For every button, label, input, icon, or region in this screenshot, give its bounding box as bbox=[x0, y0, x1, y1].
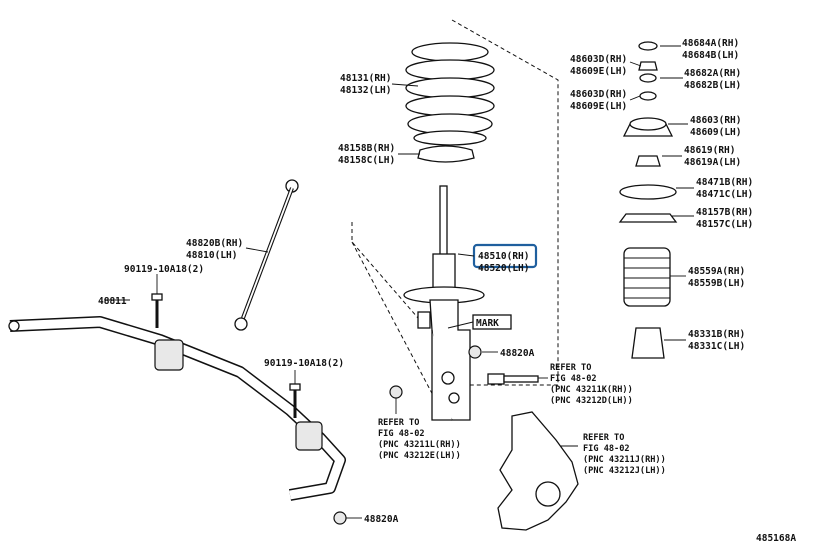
nut-bottom-icon bbox=[333, 511, 347, 525]
label-48331c: 48331C(LH) bbox=[688, 341, 745, 352]
label-48682a: 48682A(RH) bbox=[684, 68, 741, 79]
mark-label: MARK bbox=[476, 318, 499, 329]
label-48520: 48520(LH) bbox=[478, 263, 529, 274]
label-48559b: 48559B(LH) bbox=[688, 278, 745, 289]
right-stack bbox=[618, 41, 678, 359]
ref-block-knuckle: REFER TO FIG 48-02 (PNC 43211J(RH)) (PNC… bbox=[583, 433, 666, 476]
label-48820b: 48820B(RH) bbox=[186, 238, 243, 249]
ref-strut-line-4: (PNC 43212E(LH)) bbox=[378, 451, 461, 461]
label-48157b: 48157B(RH) bbox=[696, 207, 753, 218]
bolt-upper bbox=[151, 293, 163, 328]
stabilizer-link bbox=[234, 179, 299, 331]
leader-lines bbox=[104, 45, 694, 519]
ref-knuckle-line-1: REFER TO bbox=[583, 433, 624, 443]
shock-absorber bbox=[403, 185, 485, 421]
label-48820a-bottom: 48820A bbox=[364, 514, 399, 525]
label-bolt-upper: 90119-10A18(2) bbox=[124, 264, 204, 275]
ref-bolt-line-1: REFER TO bbox=[550, 363, 591, 373]
assembly-outline bbox=[351, 19, 559, 419]
ref-knuckle-line-3: (PNC 43211J(RH)) bbox=[583, 455, 666, 465]
ref-strut-line-1: REFER TO bbox=[378, 418, 419, 428]
label-48619: 48619(RH) bbox=[684, 145, 735, 156]
stabilizer-bar bbox=[8, 316, 346, 501]
label-48820a-mid: 48820A bbox=[500, 348, 535, 359]
spring-insulator bbox=[417, 145, 475, 163]
ref-strut-line-3: (PNC 43211L(RH)) bbox=[378, 440, 461, 450]
label-48131: 48131(RH) bbox=[340, 73, 391, 84]
label-48510: 48510(RH) bbox=[478, 251, 529, 262]
label-48609: 48609(LH) bbox=[690, 127, 741, 138]
coil-spring bbox=[405, 42, 495, 146]
mark-box bbox=[472, 314, 512, 330]
label-48603d-a: 48603D(RH) bbox=[570, 54, 627, 65]
label-48158b: 48158B(RH) bbox=[338, 143, 395, 154]
mark-leader bbox=[447, 321, 474, 329]
label-48609e-a: 48609E(LH) bbox=[570, 66, 627, 77]
label-48471c: 48471C(LH) bbox=[696, 189, 753, 200]
ref-bolt-line-3: (PNC 43211K(RH)) bbox=[550, 385, 633, 395]
labels: 48131(RH) 48132(LH) 48158B(RH) 48158C(LH… bbox=[98, 38, 796, 544]
nut-mid-icon bbox=[468, 345, 482, 359]
steering-knuckle bbox=[497, 411, 579, 531]
ref-block-bolt: REFER TO FIG 48-02 (PNC 43211K(RH)) (PNC… bbox=[550, 363, 633, 406]
nut-strut-icon bbox=[389, 385, 403, 399]
knuckle-hub bbox=[535, 481, 561, 507]
ref-bolt-line-2: FIG 48-02 bbox=[550, 374, 597, 384]
label-48684a: 48684A(RH) bbox=[682, 38, 739, 49]
ref-strut-line-2: FIG 48-02 bbox=[378, 429, 425, 439]
label-48811: 48811 bbox=[98, 296, 127, 307]
label-48158c: 48158C(LH) bbox=[338, 155, 395, 166]
label-48331b: 48331B(RH) bbox=[688, 329, 745, 340]
label-48619a: 48619A(LH) bbox=[684, 157, 741, 168]
strut-bolt bbox=[487, 373, 539, 385]
ref-knuckle-line-2: FIG 48-02 bbox=[583, 444, 630, 454]
label-48684b: 48684B(LH) bbox=[682, 50, 739, 61]
label-bolt-lower: 90119-10A18(2) bbox=[264, 358, 344, 369]
label-48157c: 48157C(LH) bbox=[696, 219, 753, 230]
ref-bolt-line-4: (PNC 43212D(LH)) bbox=[550, 396, 633, 406]
label-48603: 48603(RH) bbox=[690, 115, 741, 126]
ref-block-strut-lower: REFER TO FIG 48-02 (PNC 43211L(RH)) (PNC… bbox=[378, 418, 461, 461]
label-48132: 48132(LH) bbox=[340, 85, 391, 96]
label-48810: 48810(LH) bbox=[186, 250, 237, 261]
label-48559a: 48559A(RH) bbox=[688, 266, 745, 277]
label-48603d-b: 48603D(RH) bbox=[570, 89, 627, 100]
diagram-id: 485168A bbox=[756, 533, 796, 544]
label-48609e-b: 48609E(LH) bbox=[570, 101, 627, 112]
label-48471b: 48471B(RH) bbox=[696, 177, 753, 188]
ref-knuckle-line-4: (PNC 43212J(LH)) bbox=[583, 466, 666, 476]
label-48682b: 48682B(LH) bbox=[684, 80, 741, 91]
